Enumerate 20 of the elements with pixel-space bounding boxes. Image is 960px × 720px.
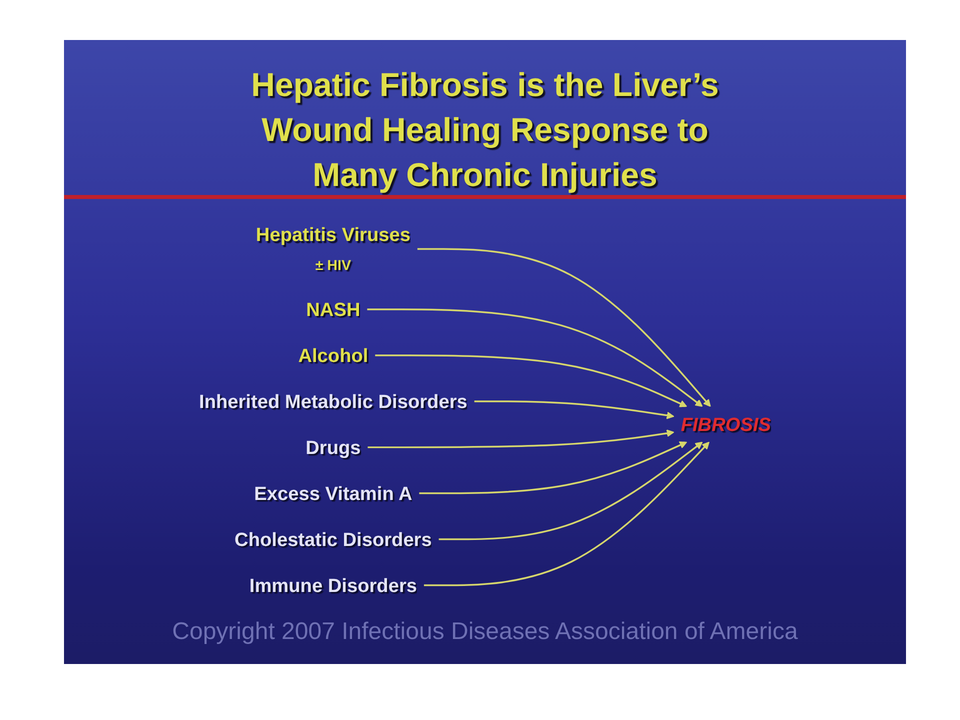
node-text: FIBROSIS [680, 413, 771, 436]
node-text: Drugs [306, 436, 361, 458]
arrow [419, 441, 688, 494]
node-text: Cholestatic Disorders [234, 528, 432, 550]
node-text: Alcohol [298, 344, 368, 366]
slide-background: Hepatic Fibrosis is the Liver’s Wound Healing Response to Many Chronic Injuries Hepatitis Viruses ± HIV NASH Alcohol Inherited Metabolic Disorders FIBROSIS Drugs Excess Vitamin A Cholestatic Disorders Immune Disorders Copyright 2007 Infectious Diseases Association of America [64, 40, 906, 664]
node-text: Immune Disorders [249, 574, 417, 596]
node-text: Inherited Metabolic Disorders [199, 390, 468, 412]
caption: Copyright 2007 Infectious Diseases Association of America [171, 618, 799, 646]
arrow [368, 429, 674, 448]
arrow [417, 248, 711, 407]
arrow [438, 442, 703, 540]
arrow [424, 442, 710, 586]
arrow [474, 400, 674, 420]
arrow [375, 354, 688, 408]
arrow [367, 308, 703, 407]
node-text: Excess Vitamin A [254, 482, 412, 504]
node-text: NASH [306, 298, 360, 320]
title: Hepatic Fibrosis is the Liver’s Wound Healing Response to Many Chronic Injuries [250, 65, 720, 195]
node-text: Hepatitis Viruses ± HIV [256, 224, 410, 274]
